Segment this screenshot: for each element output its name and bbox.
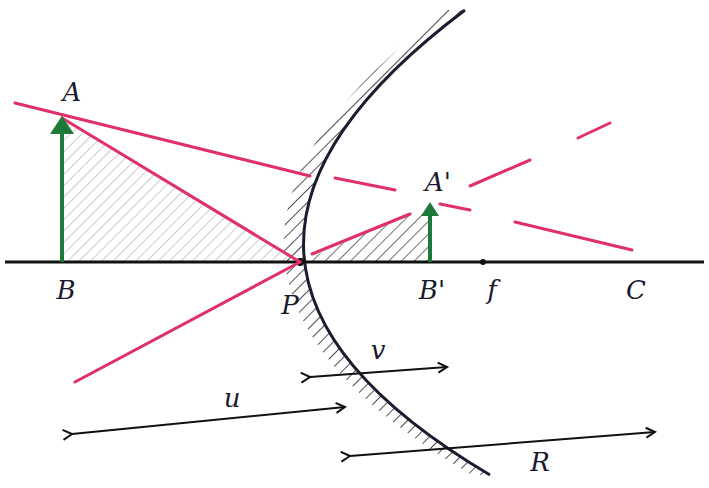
rays bbox=[15, 103, 632, 382]
point-label: P bbox=[281, 292, 299, 318]
mirror-back bbox=[284, 10, 490, 475]
point-label: B' bbox=[419, 277, 445, 303]
dimension-label: v bbox=[371, 337, 386, 363]
point-label: f bbox=[487, 277, 497, 303]
object-triangle bbox=[62, 118, 300, 262]
convex-mirror bbox=[304, 10, 490, 475]
point-label: A' bbox=[425, 169, 451, 195]
image-arrow bbox=[428, 210, 432, 262]
object-arrow bbox=[60, 124, 64, 262]
principal-axis bbox=[5, 261, 704, 264]
point-label: C bbox=[626, 277, 646, 303]
object-arrowhead bbox=[50, 116, 74, 134]
image-arrowhead bbox=[421, 202, 439, 216]
image-triangle bbox=[300, 205, 430, 262]
point-label: A bbox=[63, 79, 82, 105]
v-dimension bbox=[310, 367, 447, 377]
dimension-label: u bbox=[224, 385, 241, 411]
focus-dot bbox=[480, 259, 486, 265]
u-dimension bbox=[72, 407, 345, 434]
point-label: B bbox=[56, 277, 75, 303]
r-dimension bbox=[350, 432, 655, 456]
dimension-label: R bbox=[530, 449, 550, 475]
